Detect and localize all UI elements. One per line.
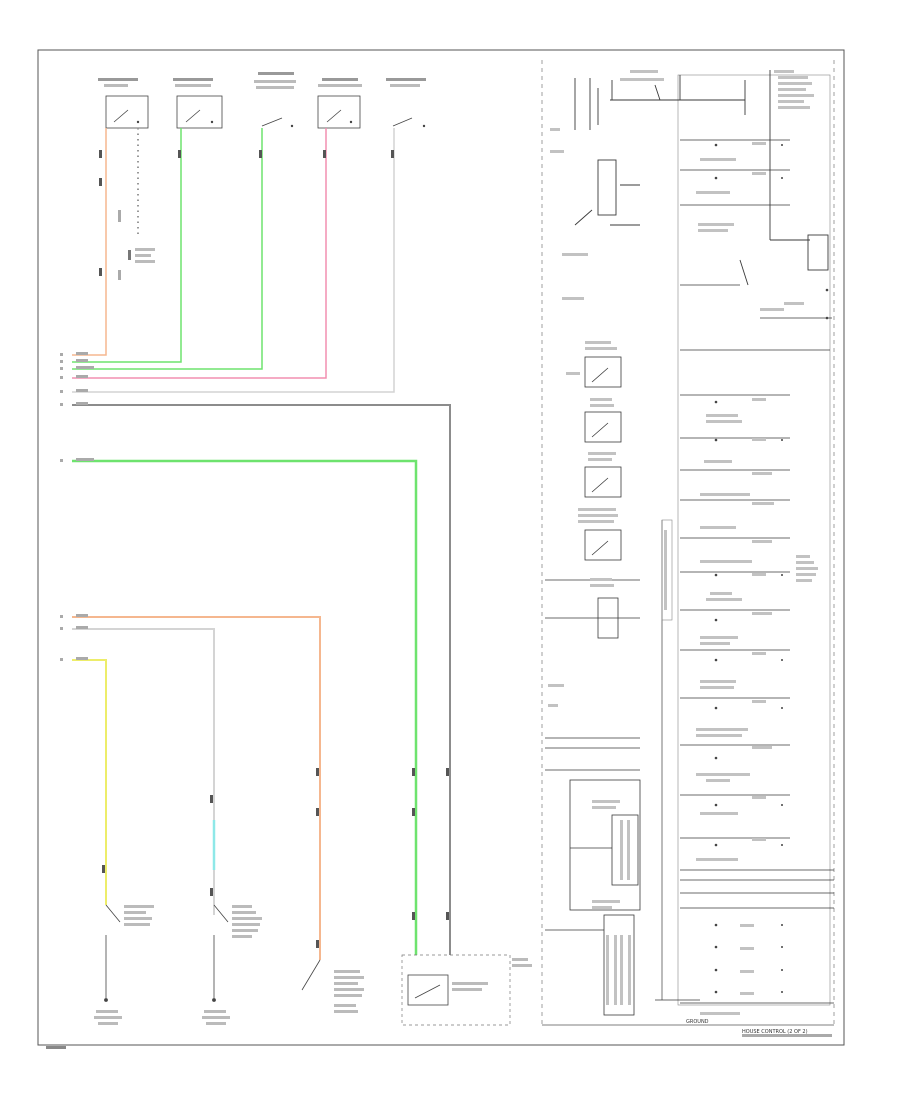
wire-orange-2 <box>72 616 321 960</box>
wire-white-1 <box>72 128 395 393</box>
diagram-frame <box>37 49 845 1046</box>
lower-switch-2 <box>213 904 229 923</box>
wire-harness <box>72 128 451 960</box>
wire-orange-1 <box>72 128 107 356</box>
top-relay-labels <box>550 70 818 582</box>
lower-switch-group <box>104 904 321 1002</box>
wire-gray-bus <box>72 404 451 955</box>
fuse-element <box>118 210 155 280</box>
connector-marks <box>99 150 449 948</box>
switch-4 <box>317 78 362 129</box>
lower-switch-3 <box>301 959 321 991</box>
wire-pink <box>72 128 327 379</box>
switch-3 <box>254 72 296 128</box>
page-mark <box>46 1046 66 1049</box>
module-rows <box>680 139 834 1004</box>
footer-bar <box>742 1034 832 1037</box>
switch-stack-labels <box>548 341 667 1005</box>
wire-green-1 <box>72 128 182 363</box>
switch-5 <box>386 78 426 128</box>
left-row-marks <box>60 352 94 661</box>
wire-green-2 <box>72 128 263 370</box>
footer-title: HOUSE CONTROL (2 OF 2) <box>742 1029 808 1035</box>
wire-green-long <box>72 459 418 955</box>
control-module <box>661 74 831 1006</box>
switch-2 <box>173 78 223 129</box>
lower-labels <box>94 905 364 1025</box>
door-switch-group <box>98 72 426 129</box>
fuel-gauge-sender <box>401 954 532 1026</box>
wire-white-2 <box>72 628 215 915</box>
switch-stack <box>545 356 700 1016</box>
switch-1 <box>98 78 149 129</box>
top-relay <box>574 70 829 286</box>
wire-yellow <box>72 659 107 905</box>
module-row-labels <box>696 142 774 1015</box>
ground-label: GROUND <box>686 1019 709 1025</box>
lower-switch-1 <box>105 904 121 923</box>
module-pins <box>714 143 829 994</box>
